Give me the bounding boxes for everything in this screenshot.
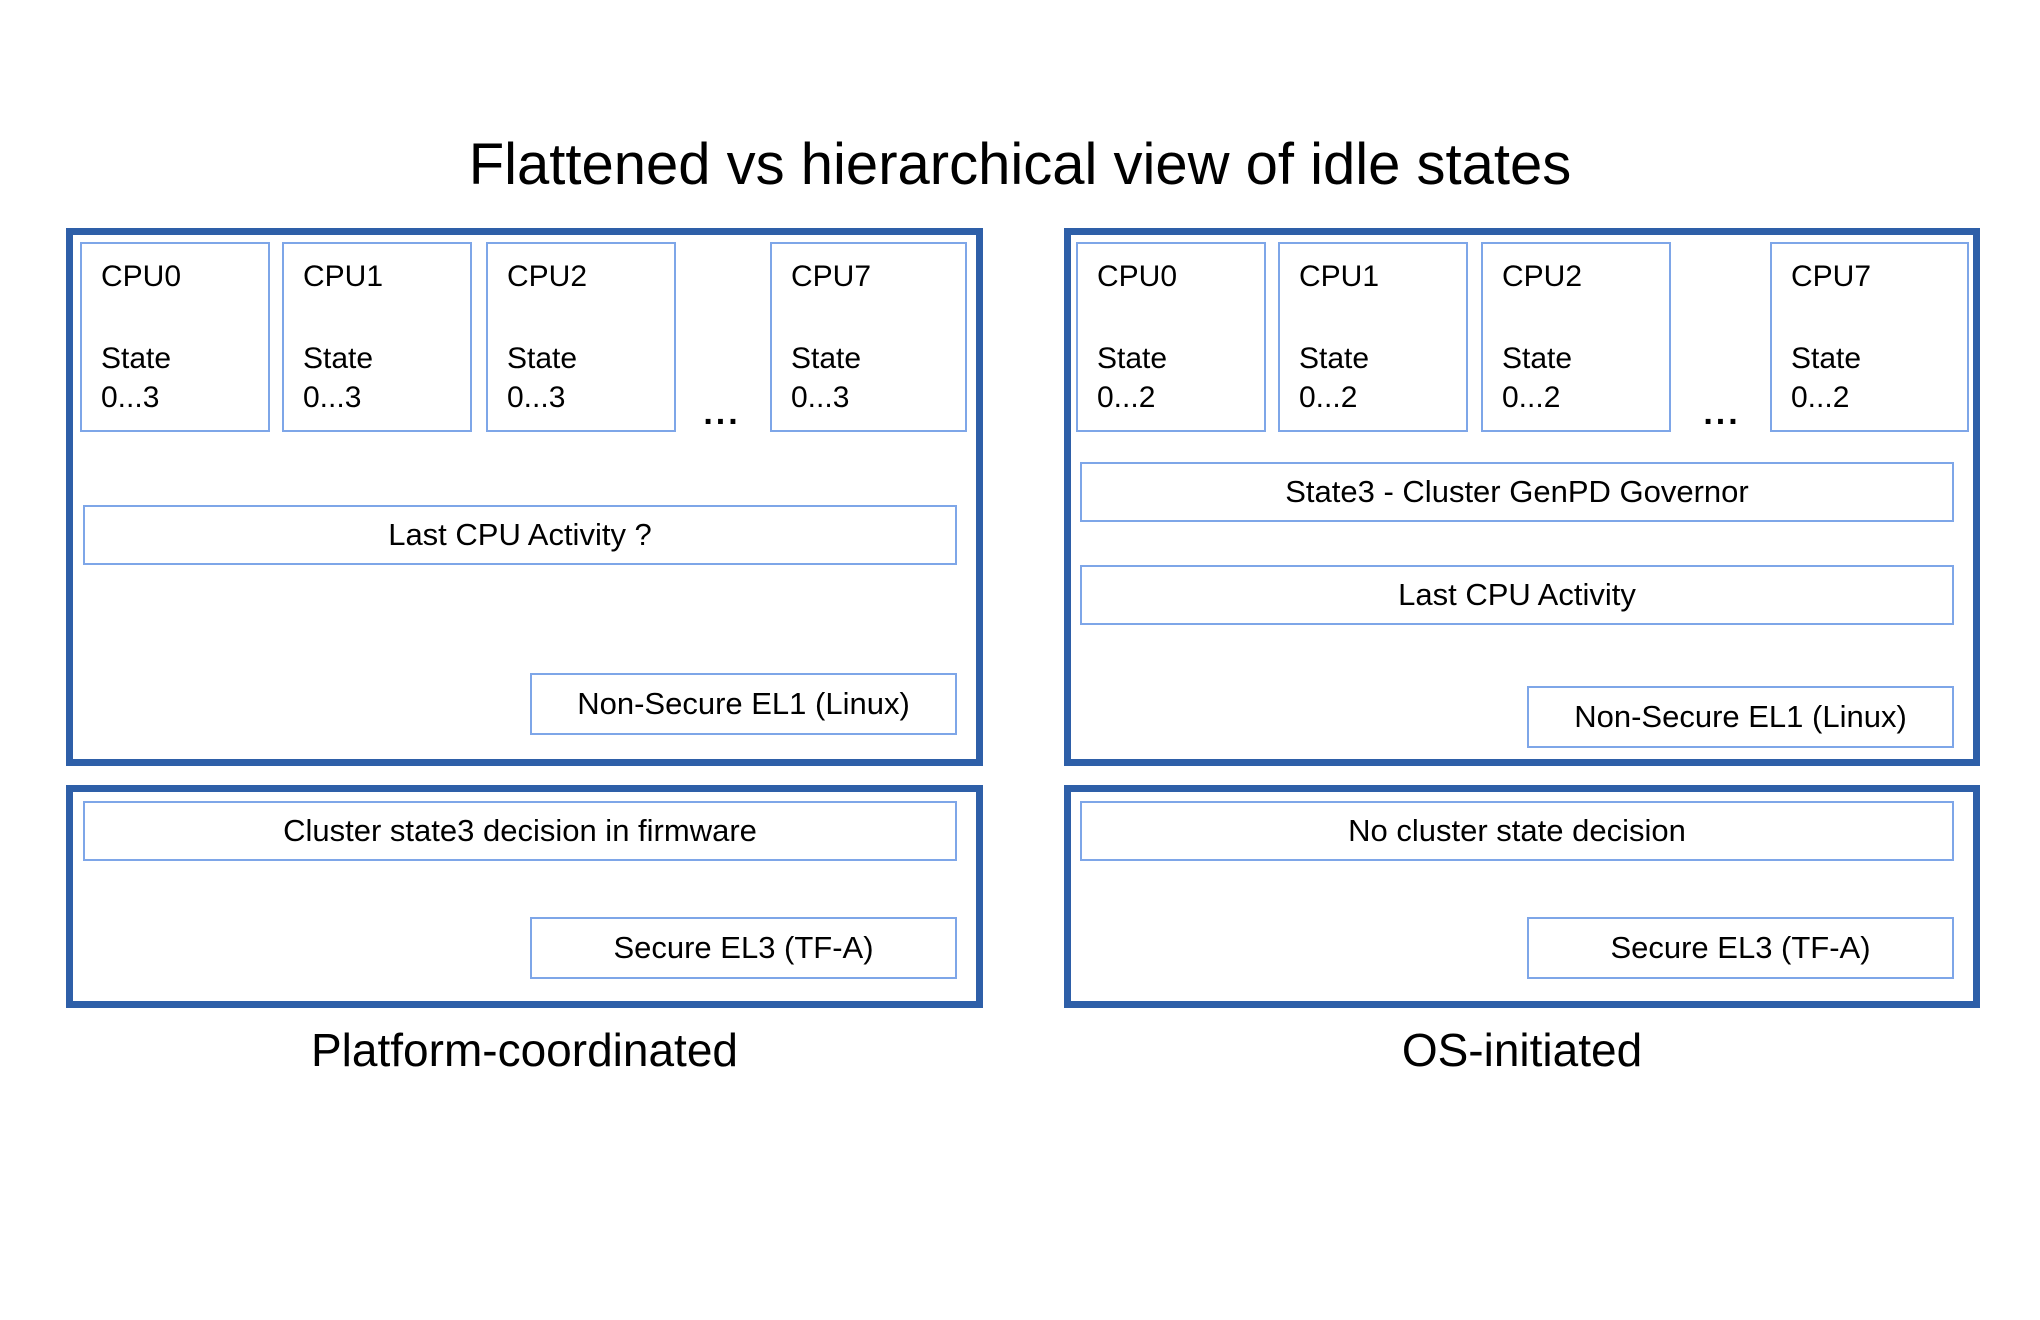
cpu-box: CPU7 State 0...3 xyxy=(770,242,967,432)
nonsecure-el1-box: Non-Secure EL1 (Linux) xyxy=(1527,686,1954,748)
spacer xyxy=(1299,295,1458,339)
secure-el3-box: Secure EL3 (TF-A) xyxy=(530,917,957,979)
cpu-label: CPU0 xyxy=(101,260,182,293)
cpu-state: State 0...3 xyxy=(507,339,666,417)
spacer xyxy=(507,295,666,339)
cpu-box: CPU1 State 0...2 xyxy=(1278,242,1468,432)
cpu-state-word: State xyxy=(507,342,578,375)
last-cpu-activity-box: Last CPU Activity ? xyxy=(83,505,957,565)
cpu-state-range: 0...2 xyxy=(1097,381,1156,414)
cpu-state-range: 0...2 xyxy=(1502,381,1561,414)
cpu-state: State 0...3 xyxy=(303,339,462,417)
cpu-state: State 0...3 xyxy=(791,339,957,417)
cpu-state-range: 0...3 xyxy=(101,381,160,414)
ellipsis: ... xyxy=(703,394,741,432)
spacer xyxy=(303,295,462,339)
cpu-state-word: State xyxy=(303,342,374,375)
cpu-state-range: 0...3 xyxy=(303,381,362,414)
spacer xyxy=(1791,295,1959,339)
cpu-box: CPU0 State 0...2 xyxy=(1076,242,1266,432)
cpu-state-range: 0...2 xyxy=(1791,381,1850,414)
cpu-label: CPU1 xyxy=(1299,260,1380,293)
cpu-state: State 0...2 xyxy=(1299,339,1458,417)
nonsecure-el1-box: Non-Secure EL1 (Linux) xyxy=(530,673,957,735)
left-caption: Platform-coordinated xyxy=(311,1024,738,1076)
last-cpu-activity-box: Last CPU Activity xyxy=(1080,565,1954,625)
cpu-label: CPU1 xyxy=(303,260,384,293)
cpu-state-word: State xyxy=(1097,342,1168,375)
cpu-state-word: State xyxy=(1502,342,1573,375)
cpu-box: CPU2 State 0...3 xyxy=(486,242,676,432)
slide-title: Flattened vs hierarchical view of idle s… xyxy=(468,132,1572,197)
cpu-state-range: 0...2 xyxy=(1299,381,1358,414)
cpu-state: State 0...2 xyxy=(1791,339,1959,417)
right-caption: OS-initiated xyxy=(1401,1024,1643,1076)
cpu-label: CPU2 xyxy=(1502,260,1583,293)
spacer xyxy=(1502,295,1661,339)
cpu-box: CPU0 State 0...3 xyxy=(80,242,270,432)
spacer xyxy=(791,295,957,339)
cpu-state-range: 0...3 xyxy=(791,381,850,414)
cpu-state-word: State xyxy=(1299,342,1370,375)
cpu-label: CPU2 xyxy=(507,260,588,293)
cpu-state-word: State xyxy=(1791,342,1862,375)
cpu-state: State 0...2 xyxy=(1097,339,1256,417)
spacer xyxy=(101,295,260,339)
cpu-box: CPU7 State 0...2 xyxy=(1770,242,1969,432)
cpu-state: State 0...2 xyxy=(1502,339,1661,417)
right-secure-panel: No cluster state decision Secure EL3 (TF… xyxy=(1064,785,1980,1008)
cpu-label: CPU7 xyxy=(791,260,872,293)
left-nonsecure-panel: CPU0 State 0...3 CPU1 State 0...3 CPU2 S… xyxy=(66,228,983,766)
no-cluster-decision-box: No cluster state decision xyxy=(1080,801,1954,861)
cpu-state-range: 0...3 xyxy=(507,381,566,414)
genpd-governor-box: State3 - Cluster GenPD Governor xyxy=(1080,462,1954,522)
left-secure-panel: Cluster state3 decision in firmware Secu… xyxy=(66,785,983,1008)
secure-el3-box: Secure EL3 (TF-A) xyxy=(1527,917,1954,979)
cpu-box: CPU1 State 0...3 xyxy=(282,242,472,432)
ellipsis: ... xyxy=(1703,394,1741,432)
cpu-state-word: State xyxy=(791,342,862,375)
cpu-state-word: State xyxy=(101,342,172,375)
cpu-box: CPU2 State 0...2 xyxy=(1481,242,1671,432)
cpu-label: CPU0 xyxy=(1097,260,1178,293)
right-nonsecure-panel: CPU0 State 0...2 CPU1 State 0...2 CPU2 S… xyxy=(1064,228,1980,766)
cluster-decision-box: Cluster state3 decision in firmware xyxy=(83,801,957,861)
cpu-label: CPU7 xyxy=(1791,260,1872,293)
cpu-state: State 0...3 xyxy=(101,339,260,417)
spacer xyxy=(1097,295,1256,339)
